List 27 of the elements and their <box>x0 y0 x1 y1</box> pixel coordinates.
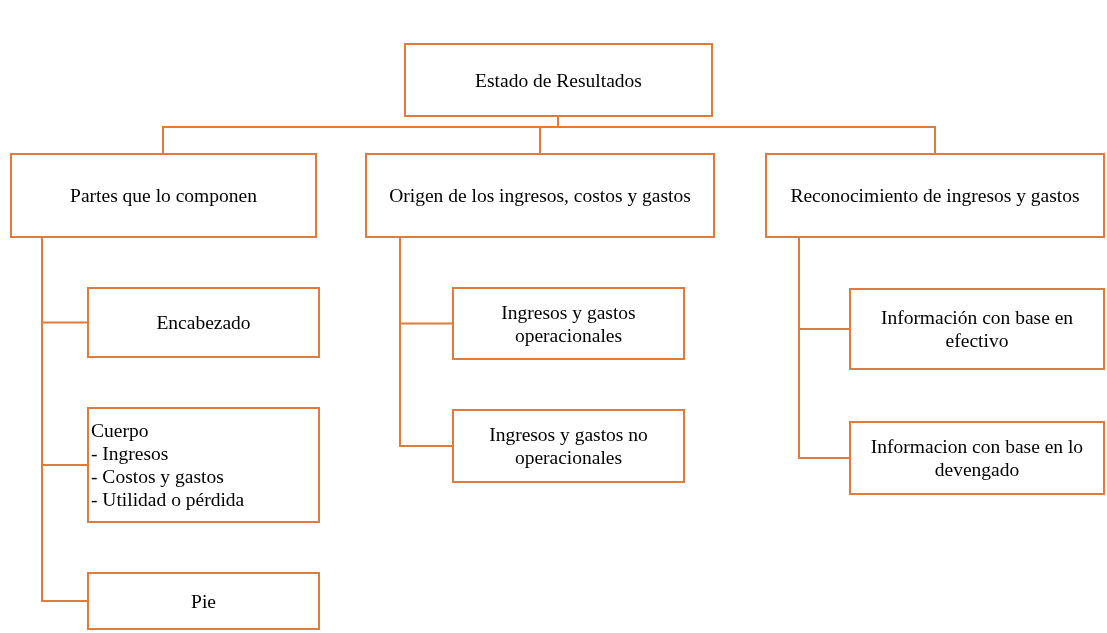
concept-box <box>87 572 320 630</box>
box-text: Información con base en efectivo <box>879 306 1075 352</box>
concept-box <box>365 153 715 238</box>
concept-box <box>452 287 685 360</box>
box-text: - Ingresos <box>91 442 169 465</box>
box-text: - Utilidad o pérdida <box>91 488 245 511</box>
concept-box <box>87 407 320 523</box>
box-text: Partes que lo componen <box>70 184 257 207</box>
concept-box <box>10 153 317 238</box>
concept-box <box>765 153 1105 238</box>
box-text: Estado de Resultados <box>475 68 642 92</box>
box-text: Informacion con base en lo devengado <box>869 435 1085 481</box>
concept-box <box>87 287 320 358</box>
box-text: Cuerpo <box>91 419 149 442</box>
box-text: Origen de los ingresos, costos y gastos <box>389 184 691 207</box>
connector-line <box>798 237 850 459</box>
box-text: Pie <box>191 589 216 613</box>
box-text: Encabezado <box>156 311 251 334</box>
box-text: - Costos y gastos <box>91 465 224 488</box>
concept-box <box>404 43 713 117</box>
box-text: Ingresos y gastos operacionales <box>500 300 637 347</box>
box-text: Reconocimiento de ingresos y gastos <box>790 184 1080 207</box>
concept-box <box>849 421 1105 495</box>
connector-line <box>399 237 453 447</box>
box-text: Ingresos y gastos no operacionales <box>488 423 649 469</box>
concept-box <box>452 409 685 483</box>
concept-box <box>849 288 1105 370</box>
